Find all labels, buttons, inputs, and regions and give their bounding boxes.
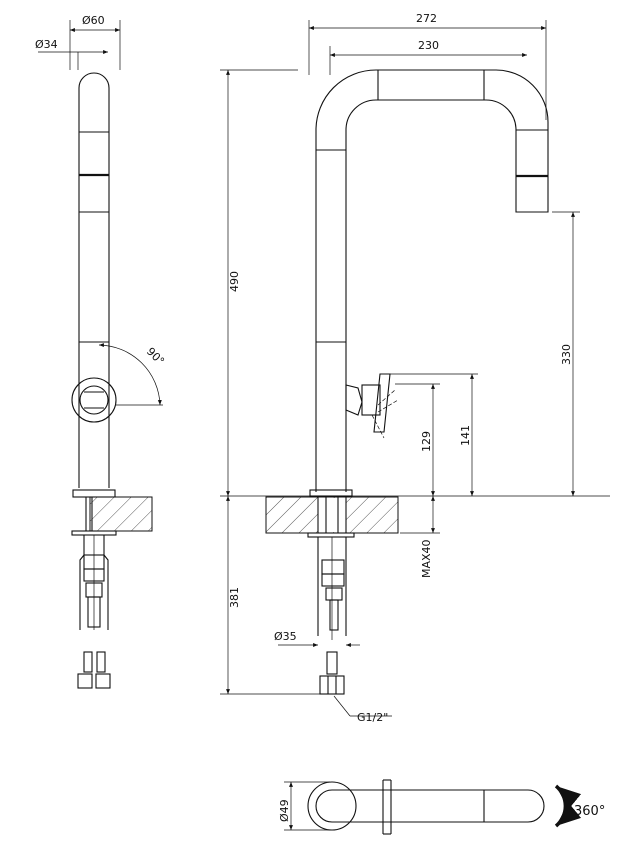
dim-spout-reach: 230 [418,39,439,52]
dim-handle-height-b: 141 [459,425,472,446]
top-base [307,781,357,831]
top-view: Ø49 360° [278,779,605,835]
dim-below-deck: 381 [228,587,241,608]
front-view: 272 230 490 330 141 129 [220,12,610,724]
top-spout [315,789,545,823]
side-column [78,72,110,488]
dim-base-diameter: Ø49 [278,799,291,822]
dim-max-deck: MAX40 [420,539,433,578]
lever-handle [345,384,363,416]
dim-connection-thread: G1/2" [357,711,388,724]
dim-handle-height-a: 129 [420,431,433,452]
side-view: Ø60 Ø34 90° [35,14,167,689]
dim-overall-width: 272 [416,12,437,25]
dim-side-diameter-body: Ø34 [35,38,58,51]
dim-total-height: 490 [228,271,241,292]
dim-side-diameter-top: Ø60 [82,14,105,27]
dim-rotation-angle: 90° [144,345,167,368]
spout [315,69,549,492]
dim-hole-diameter: Ø35 [274,630,297,643]
dim-spout-height: 330 [560,344,573,365]
side-deck-section [89,496,153,532]
dim-swivel-angle: 360° [574,804,605,819]
